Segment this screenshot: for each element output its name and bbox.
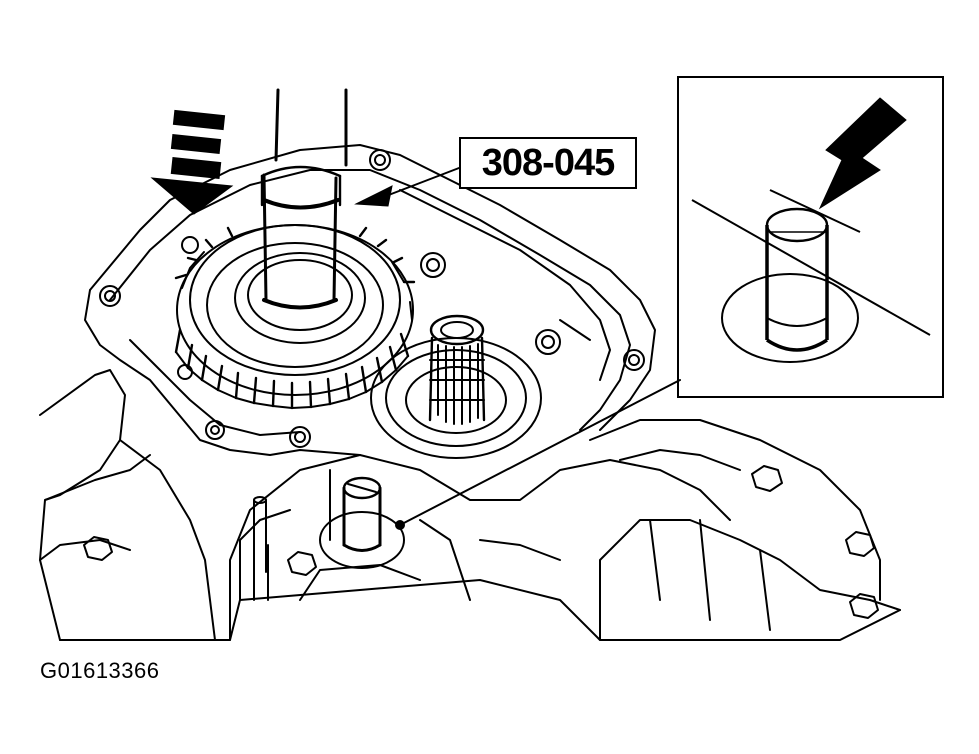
detail-pointer-arrow	[818, 97, 907, 210]
helical-gear	[174, 224, 416, 410]
figure-id-label: G01613366	[40, 658, 160, 683]
install-direction-arrow	[150, 109, 234, 215]
hex-bolts	[83, 465, 879, 619]
installer-tool	[260, 88, 348, 310]
tool-number-label: 308-045	[459, 137, 637, 189]
lower-case-housing	[39, 369, 901, 641]
case-flange	[84, 144, 656, 456]
splined-shaft	[370, 314, 542, 459]
detail-reference-dot	[395, 520, 405, 530]
dowel-pin	[319, 476, 405, 569]
alignment-pins	[253, 496, 269, 601]
callout-arrowhead	[354, 185, 393, 207]
callout-leader-line	[385, 167, 460, 197]
detail-leader-line	[399, 379, 681, 526]
detail-inset	[677, 76, 944, 398]
